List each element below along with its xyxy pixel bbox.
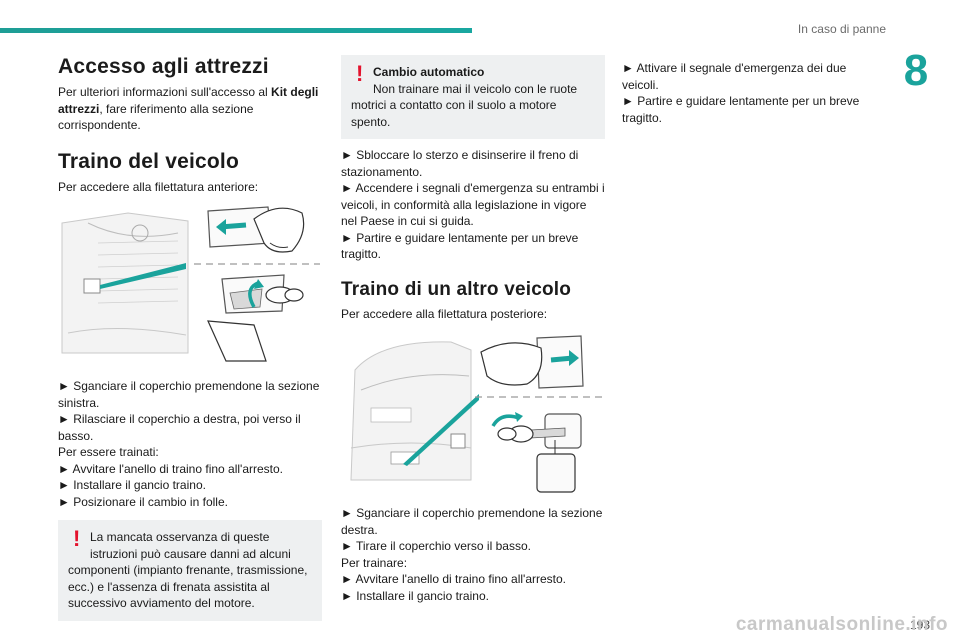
section-title: In caso di panne	[797, 22, 886, 36]
front-step-1: ► Sganciare il coperchio premendone la s…	[58, 379, 320, 410]
warning-box-damage: ! La mancata osservanza di queste istruz…	[58, 520, 322, 621]
watermark: carmanualsonline.info	[735, 614, 948, 635]
chapter-number: 8	[903, 46, 929, 95]
front-step-4: ► Installare il gancio traino.	[58, 478, 206, 492]
rear-step-1: ► Sganciare il coperchio premendone la s…	[341, 506, 603, 537]
rear-step-3: ► Avvitare l'anello di traino fino all'a…	[341, 572, 567, 586]
header-accent-bar	[0, 28, 472, 33]
final-step-2: ► Partire e guidare lentamente per un br…	[622, 94, 860, 125]
heading-tool-access: Accesso agli attrezzi	[58, 55, 269, 78]
front-step-5: ► Posizionare il cambio in folle.	[58, 494, 228, 509]
heading-tow-other: Traino di un altro veicolo	[341, 278, 572, 300]
rear-subhead: Per trainare:	[341, 555, 408, 570]
tool-access-text: Per ulteriori informazioni sull'accesso …	[58, 85, 319, 132]
front-step-3: ► Avvitare l'anello di traino fino all'a…	[58, 461, 284, 476]
tow-step-a2: ► Accendere i segnali d'emergenza su ent…	[341, 181, 605, 228]
chapter-tab: 8	[886, 40, 946, 102]
heading-towing: Traino del veicolo	[58, 149, 239, 173]
warning-title: Cambio automatico	[373, 65, 485, 79]
towing-intro: Per accedere alla filettatura anteriore:	[58, 179, 259, 194]
column-3: ► Attivare il segnale d'emergenza dei du…	[622, 60, 872, 126]
front-subhead: Per essere trainati:	[58, 445, 159, 459]
column-2: ! Cambio automatico Non trainare mai il …	[341, 55, 605, 604]
column-1: Accesso agli attrezzi Per ulteriori info…	[58, 55, 322, 621]
tow-step-a1: ► Sbloccare lo sterzo e disinserire il f…	[341, 148, 579, 179]
front-towing-illustration	[58, 203, 322, 368]
rear-step-4: ► Installare il gancio traino.	[341, 588, 489, 603]
front-towing-drawing	[61, 206, 320, 362]
warning-box-automatic: ! Cambio automatico Non trainare mai il …	[341, 55, 605, 139]
tool-kit-ref: Kit degli attrezzi	[58, 85, 319, 116]
page-number: 193	[909, 618, 930, 632]
warning-icon: !	[73, 526, 81, 551]
rear-towing-illustration	[341, 330, 605, 495]
front-step-2: ► Rilasciare il coperchio a destra, poi …	[58, 412, 301, 443]
tow-step-a3: ► Partire e guidare lentamente per un br…	[341, 230, 579, 262]
tow-other-intro: Per accedere alla filettatura posteriore…	[341, 306, 548, 321]
rear-step-2: ► Tirare il coperchio verso il basso.	[341, 539, 531, 553]
warning-icon: !	[356, 61, 364, 86]
final-step-1: ► Attivare il segnale d'emergenza dei du…	[622, 61, 847, 92]
rear-towing-drawing	[350, 335, 603, 493]
